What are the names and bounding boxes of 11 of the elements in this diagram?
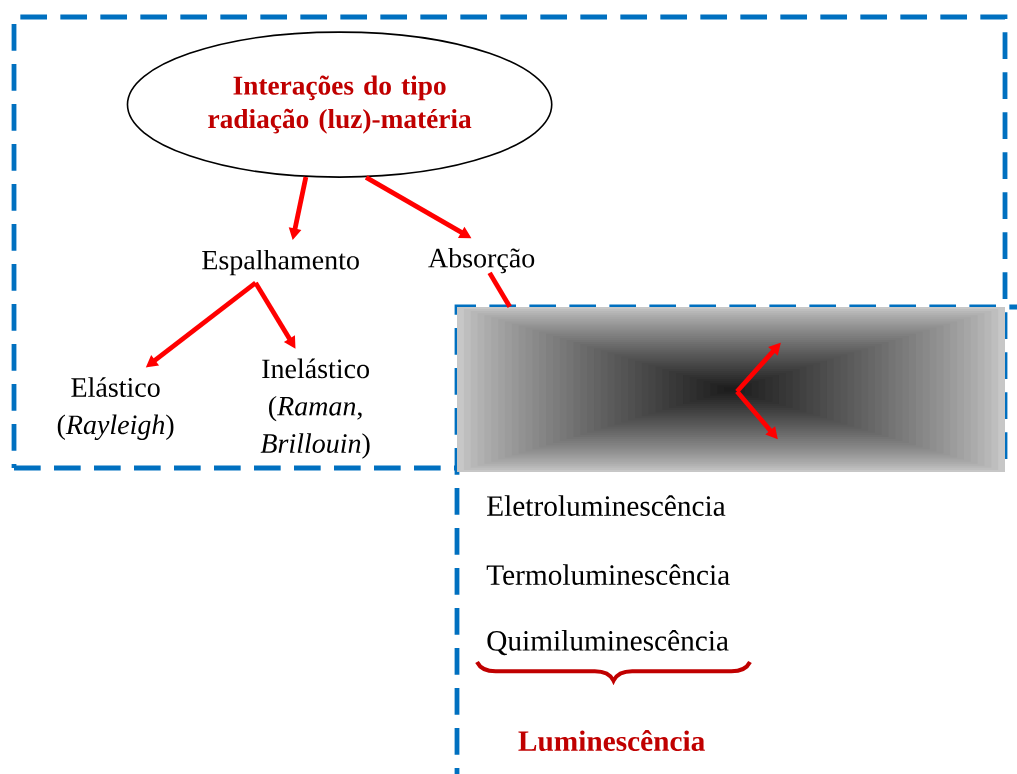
category-label: Absorção (428, 247, 535, 274)
category-label: Elástico (Rayleigh) (57, 377, 174, 440)
category-label: Eletroluminescência (487, 495, 726, 516)
dashed-frame (454, 304, 1017, 774)
category-label: Espalhamento (202, 249, 359, 276)
category-label: Inelástico (Raman, Brillouin) (260, 358, 370, 459)
ellipse-node: Interações do tipo radiação (luz)-matéria (126, 31, 553, 178)
category-label: Luminescência (518, 730, 705, 752)
category-label: Quimiluminescência (487, 630, 729, 656)
category-label: Termoluminescência (486, 564, 730, 585)
gradient-drawing (457, 307, 1005, 472)
